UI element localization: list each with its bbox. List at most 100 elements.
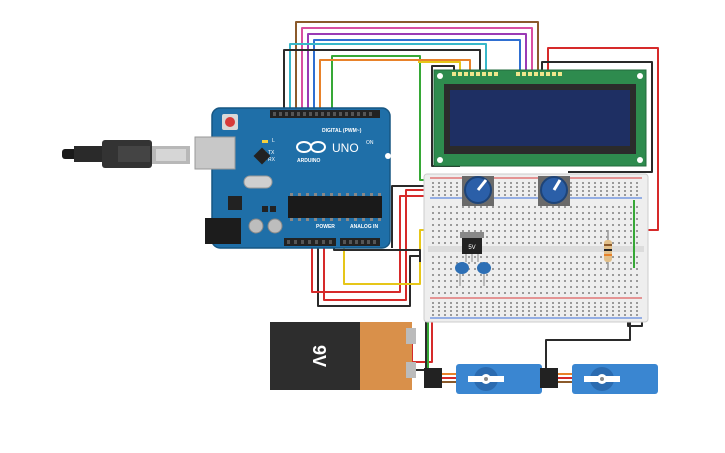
breadboard-hole [432, 242, 434, 244]
breadboard-hole [606, 182, 608, 184]
breadboard-hole [600, 218, 602, 220]
breadboard-hole [624, 236, 626, 238]
lcd-screen [450, 90, 630, 146]
resistor[interactable] [604, 200, 635, 270]
breadboard-hole [480, 212, 482, 214]
capacitor-1[interactable] [455, 262, 469, 286]
breadboard-hole [636, 256, 638, 258]
breadboard-hole [468, 218, 470, 220]
breadboard-hole [504, 190, 506, 192]
breadboard-hole [630, 242, 632, 244]
breadboard-hole [636, 242, 638, 244]
wire-lcd-black-gnd[interactable] [541, 61, 653, 173]
breadboard-hole [450, 262, 452, 264]
breadboard-hole [468, 306, 470, 308]
breadboard-hole [504, 242, 506, 244]
breadboard-hole [444, 310, 446, 312]
breadboard-hole [588, 236, 590, 238]
wire-gnd-black[interactable] [317, 240, 420, 307]
arduino-board[interactable]: DIGITAL (PWM~) UNO ARDUINO L TX RX ON [194, 107, 391, 249]
breadboard-hole [534, 194, 536, 196]
breadboard-hole [528, 256, 530, 258]
breadboard-hole [618, 268, 620, 270]
wire-lcd-brown[interactable] [295, 21, 539, 112]
wire-5v-red[interactable] [323, 189, 450, 301]
breadboard-hole [474, 256, 476, 258]
usb-cable[interactable] [62, 140, 190, 168]
breadboard-hole [492, 262, 494, 264]
breadboard-hole [498, 190, 500, 192]
wire-lcd-cyan[interactable] [289, 43, 487, 112]
breadboard-hole [576, 268, 578, 270]
breadboard-hole [510, 242, 512, 244]
capacitor-2[interactable] [477, 262, 491, 286]
breadboard-hole [576, 292, 578, 294]
breadboard-hole [546, 256, 548, 258]
breadboard-hole [594, 206, 596, 208]
servo-1[interactable] [424, 364, 542, 394]
voltage-regulator[interactable]: 5V [460, 232, 484, 262]
breadboard-hole [492, 242, 494, 244]
reset-button[interactable] [225, 117, 235, 127]
breadboard-hole [522, 274, 524, 276]
breadboard-hole [600, 268, 602, 270]
breadboard-hole [486, 274, 488, 276]
breadboard-hole [450, 256, 452, 258]
breadboard-hole [510, 212, 512, 214]
wire-lcd-pink[interactable] [301, 27, 533, 112]
breadboard-hole [618, 302, 620, 304]
breadboard-hole [546, 206, 548, 208]
breadboard-hole [456, 186, 458, 188]
breadboard-hole [522, 224, 524, 226]
breadboard-hole [444, 242, 446, 244]
breadboard-hole [456, 262, 458, 264]
breadboard-hole [456, 190, 458, 192]
breadboard-hole [516, 212, 518, 214]
breadboard-hole [618, 286, 620, 288]
breadboard-hole [576, 206, 578, 208]
breadboard-hole [462, 314, 464, 316]
wire-lcd-blue[interactable] [313, 39, 521, 112]
breadboard-hole [534, 280, 536, 282]
breadboard-hole [534, 314, 536, 316]
breadboard-hole [492, 224, 494, 226]
breadboard-hole [606, 314, 608, 316]
breadboard-hole [528, 292, 530, 294]
potentiometer-2[interactable] [538, 176, 570, 206]
breadboard-hole [522, 292, 524, 294]
breadboard-hole [600, 274, 602, 276]
breadboard-hole [450, 306, 452, 308]
breadboard-hole [558, 268, 560, 270]
wire-servo2-black[interactable] [545, 318, 631, 374]
servo-2[interactable] [540, 364, 658, 394]
breadboard-hole [438, 190, 440, 192]
breadboard-hole [582, 206, 584, 208]
breadboard-hole [552, 286, 554, 288]
wire-lcd-black-1[interactable] [283, 49, 481, 112]
breadboard-hole [612, 182, 614, 184]
breadboard-hole [522, 306, 524, 308]
breadboard-hole [546, 268, 548, 270]
wire-lcd-orange[interactable] [319, 59, 471, 112]
wire-lcd-purple[interactable] [307, 33, 527, 112]
breadboard-hole [504, 280, 506, 282]
breadboard-hole [594, 256, 596, 258]
breadboard-hole [588, 224, 590, 226]
breadboard-hole [564, 310, 566, 312]
breadboard-hole [522, 218, 524, 220]
breadboard-hole [510, 256, 512, 258]
breadboard-hole [486, 212, 488, 214]
breadboard-hole [564, 274, 566, 276]
lcd-module[interactable] [433, 69, 647, 167]
breadboard-hole [510, 224, 512, 226]
breadboard-hole [594, 292, 596, 294]
wire-lcd-yellow[interactable] [418, 61, 461, 70]
breadboard[interactable] [423, 173, 649, 323]
battery-9v[interactable]: 9V [270, 322, 416, 390]
breadboard-hole [462, 292, 464, 294]
breadboard-hole [528, 236, 530, 238]
breadboard-hole [606, 286, 608, 288]
breadboard-hole [576, 314, 578, 316]
breadboard-hole [552, 242, 554, 244]
potentiometer-1[interactable] [462, 176, 494, 206]
